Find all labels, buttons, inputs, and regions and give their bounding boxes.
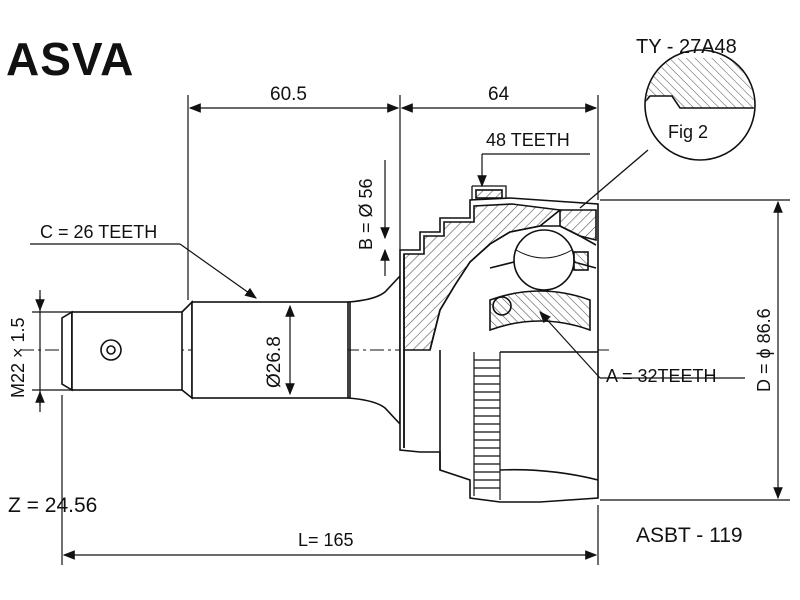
dim-60-5: 60.5	[270, 84, 307, 105]
part-number: TY - 27A48	[636, 36, 737, 58]
bore-b-label: B = Ø 56	[356, 178, 376, 250]
diameter-d-label: D = ϕ 86.6	[754, 308, 774, 392]
spline-section	[191, 301, 349, 399]
spline-a-label: A = 32TEETH	[606, 366, 717, 386]
thread-end	[61, 310, 73, 392]
shaft-diameter-label: Ø26.8	[264, 336, 285, 388]
ref-code: ASBT - 119	[636, 524, 743, 547]
outer-teeth-label: 48 TEETH	[486, 130, 570, 150]
ball	[513, 229, 575, 291]
z-value: Z = 24.56	[8, 494, 98, 517]
ring-circle	[492, 296, 512, 316]
hole	[100, 339, 122, 361]
leader-c	[179, 243, 257, 299]
dim-64: 64	[488, 84, 510, 105]
spline-c-label: C = 26 TEETH	[40, 222, 158, 242]
thread-label: M22 × 1.5	[8, 317, 28, 398]
inner-race	[489, 290, 591, 332]
leader-a	[539, 311, 601, 379]
fig-label: Fig 2	[668, 122, 709, 142]
total-length-label: L= 165	[298, 530, 354, 550]
brand-logo: ASVA	[6, 33, 135, 85]
fig2-detail	[579, 49, 756, 209]
shaft-stub	[71, 311, 183, 391]
